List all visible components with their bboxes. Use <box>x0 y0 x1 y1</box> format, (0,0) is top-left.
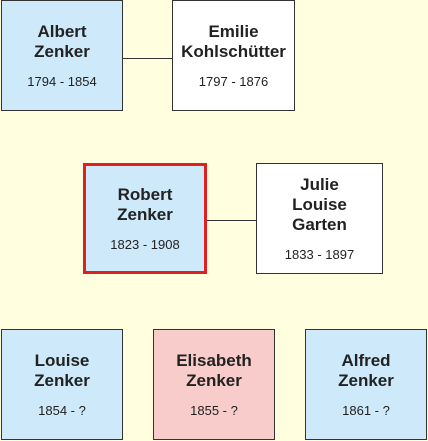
person-surname: Zenker <box>34 371 90 390</box>
person-name: Albert <box>37 22 87 41</box>
person-middle-name: Louise <box>292 195 347 214</box>
person-surname: Zenker <box>186 371 242 390</box>
person-name: Louise <box>34 351 90 370</box>
person-dates: 1833 - 1897 <box>284 247 355 262</box>
person-surname: Zenker <box>338 371 394 390</box>
person-louise-zenker[interactable]: Louise Zenker 1854 - ? <box>1 329 123 440</box>
person-emilie-kohlschutter[interactable]: Emilie Kohlschütter 1797 - 1876 <box>172 0 295 111</box>
person-robert-zenker[interactable]: Robert Zenker 1823 - 1908 <box>83 163 207 274</box>
person-alfred-zenker[interactable]: Alfred Zenker 1861 - ? <box>305 329 427 440</box>
person-dates: 1797 - 1876 <box>198 74 269 89</box>
person-dates: 1823 - 1908 <box>110 237 180 252</box>
person-elisabeth-zenker[interactable]: Elisabeth Zenker 1855 - ? <box>153 329 275 440</box>
person-name: Julie <box>300 175 339 194</box>
marriage-line-albert-emilie <box>123 58 173 59</box>
person-surname: Kohlschütter <box>181 42 286 61</box>
person-surname: Zenker <box>117 205 173 224</box>
person-surname: Zenker <box>34 42 90 61</box>
person-dates: 1861 - ? <box>342 403 390 418</box>
person-name: Alfred <box>341 351 391 370</box>
person-dates: 1855 - ? <box>190 403 238 418</box>
person-name: Elisabeth <box>176 351 252 370</box>
person-name: Emilie <box>208 22 259 41</box>
person-dates: 1794 - 1854 <box>27 74 97 89</box>
person-julie-louise-garten[interactable]: Julie Louise Garten 1833 - 1897 <box>256 163 383 274</box>
person-surname: Garten <box>292 215 347 234</box>
person-name: Robert <box>117 185 173 204</box>
person-dates: 1854 - ? <box>38 403 86 418</box>
marriage-line-robert-julie <box>206 220 257 221</box>
person-albert-zenker[interactable]: Albert Zenker 1794 - 1854 <box>1 0 123 111</box>
